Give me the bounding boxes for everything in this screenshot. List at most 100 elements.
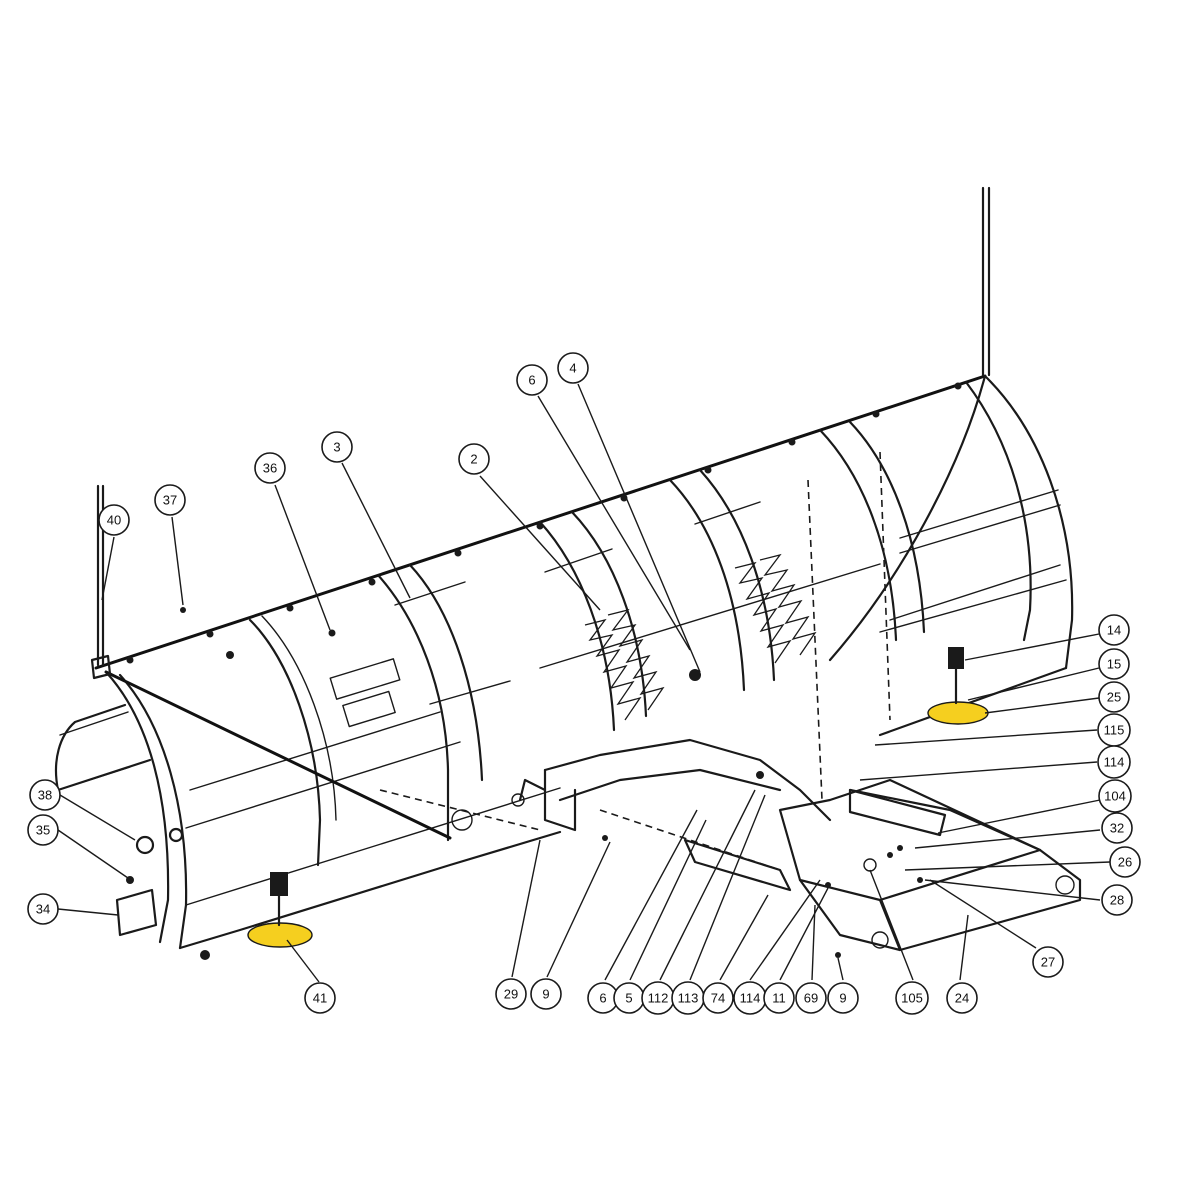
a-frame-edge <box>878 898 902 952</box>
cotter-pin <box>602 835 608 841</box>
callout-74: 74 <box>702 982 734 1014</box>
blade-hole <box>954 382 962 390</box>
hidden-line <box>599 809 781 871</box>
callout-9: 9 <box>827 982 859 1014</box>
callout-105: 105 <box>895 981 929 1015</box>
diagonal-brace-right <box>828 374 987 662</box>
callout-circle <box>763 982 795 1014</box>
callout-label: 4 <box>569 361 576 376</box>
a-frame-pin-hole <box>1055 875 1075 895</box>
callout-circle <box>1097 745 1131 779</box>
callout-circle <box>1098 681 1130 713</box>
callout-40: 40 <box>98 504 130 536</box>
callout-11: 11 <box>763 982 795 1014</box>
callout-circle <box>27 893 59 925</box>
callout-label: 32 <box>1110 821 1124 836</box>
a-frame-arm-lower <box>558 768 782 802</box>
callout-label: 3 <box>333 440 340 455</box>
callout-label: 6 <box>528 373 535 388</box>
left-marker-bracket <box>90 654 112 680</box>
diagonal-brace <box>104 670 452 840</box>
blade-decal <box>329 658 401 700</box>
callout-circle <box>1098 779 1132 813</box>
callout-circle <box>1098 614 1130 646</box>
callout-label: 34 <box>36 902 50 917</box>
callout-label: 37 <box>163 493 177 508</box>
pivot-nut <box>689 669 701 681</box>
callout-label: 14 <box>1107 623 1121 638</box>
callout-41: 41 <box>304 982 336 1014</box>
callout-label: 105 <box>901 991 923 1006</box>
callout-label: 40 <box>107 513 121 528</box>
left-shoe-post <box>270 872 288 896</box>
callout-114: 114 <box>1097 745 1131 779</box>
callout-label: 26 <box>1118 855 1132 870</box>
callout-label: 6 <box>599 991 606 1006</box>
callout-2: 2 <box>458 443 490 475</box>
pin-clip <box>887 852 893 858</box>
blade-hole <box>286 604 294 612</box>
callout-circle <box>98 504 130 536</box>
callout-36: 36 <box>254 452 286 484</box>
spring-bracket <box>394 581 466 606</box>
pin-clip <box>917 877 923 883</box>
callout-38: 38 <box>29 779 61 811</box>
callout-115: 115 <box>1097 713 1131 747</box>
pivot-pin <box>451 809 473 831</box>
callout-label: 25 <box>1107 690 1121 705</box>
plow-blade <box>54 374 1074 950</box>
pivot-hole <box>511 793 525 807</box>
callout-circle <box>516 364 548 396</box>
callout-circle <box>1101 884 1133 916</box>
callout-label: 115 <box>1104 723 1125 738</box>
blade-hole <box>536 522 544 530</box>
callout-5: 5 <box>613 982 645 1014</box>
hidden-line <box>379 789 541 831</box>
callout-label: 41 <box>313 991 327 1006</box>
callout-group: 4037363264141525115114104322628273835344… <box>27 352 1141 1015</box>
callout-112: 112 <box>641 981 675 1015</box>
callout-label: 9 <box>542 987 549 1002</box>
a-frame-arm <box>543 738 832 822</box>
callout-circle <box>321 431 353 463</box>
callout-circle <box>254 452 286 484</box>
right-shoe-post <box>948 647 964 669</box>
callout-3: 3 <box>321 431 353 463</box>
trip-spring-4 <box>759 553 817 656</box>
blade-hole <box>368 578 376 586</box>
callout-6: 6 <box>587 982 619 1014</box>
a-frame-top <box>848 788 1042 852</box>
bolt <box>180 607 186 613</box>
blade-stop-bolt <box>135 835 155 855</box>
callout-circle <box>29 779 61 811</box>
left-shoe-highlight <box>247 922 313 948</box>
callout-label: 36 <box>263 461 277 476</box>
a-frame-mount <box>543 768 577 832</box>
callout-circle <box>702 982 734 1014</box>
callout-label: 29 <box>504 987 518 1002</box>
callout-104: 104 <box>1098 779 1132 813</box>
spring-bracket <box>694 501 761 525</box>
callout-circle <box>795 982 827 1014</box>
callout-69: 69 <box>795 982 827 1014</box>
callout-label: 27 <box>1041 955 1055 970</box>
callout-label: 112 <box>648 991 669 1006</box>
pivot-bolt <box>825 882 831 888</box>
callout-circle <box>1101 812 1133 844</box>
callout-circle <box>946 982 978 1014</box>
callout-28: 28 <box>1101 884 1133 916</box>
callout-35: 35 <box>27 814 59 846</box>
callout-label: 38 <box>38 788 52 803</box>
callout-label: 114 <box>1104 755 1125 770</box>
pin <box>863 858 877 872</box>
shoe-assemblies <box>247 647 989 948</box>
trip-spring-3 <box>734 561 792 664</box>
blade-stop-plate <box>115 888 158 937</box>
nut <box>200 950 210 960</box>
callout-label: 69 <box>804 991 818 1006</box>
blade-markers <box>90 186 991 680</box>
angle-cylinder <box>683 838 792 892</box>
callout-label: 2 <box>470 452 477 467</box>
callout-circle <box>154 484 186 516</box>
